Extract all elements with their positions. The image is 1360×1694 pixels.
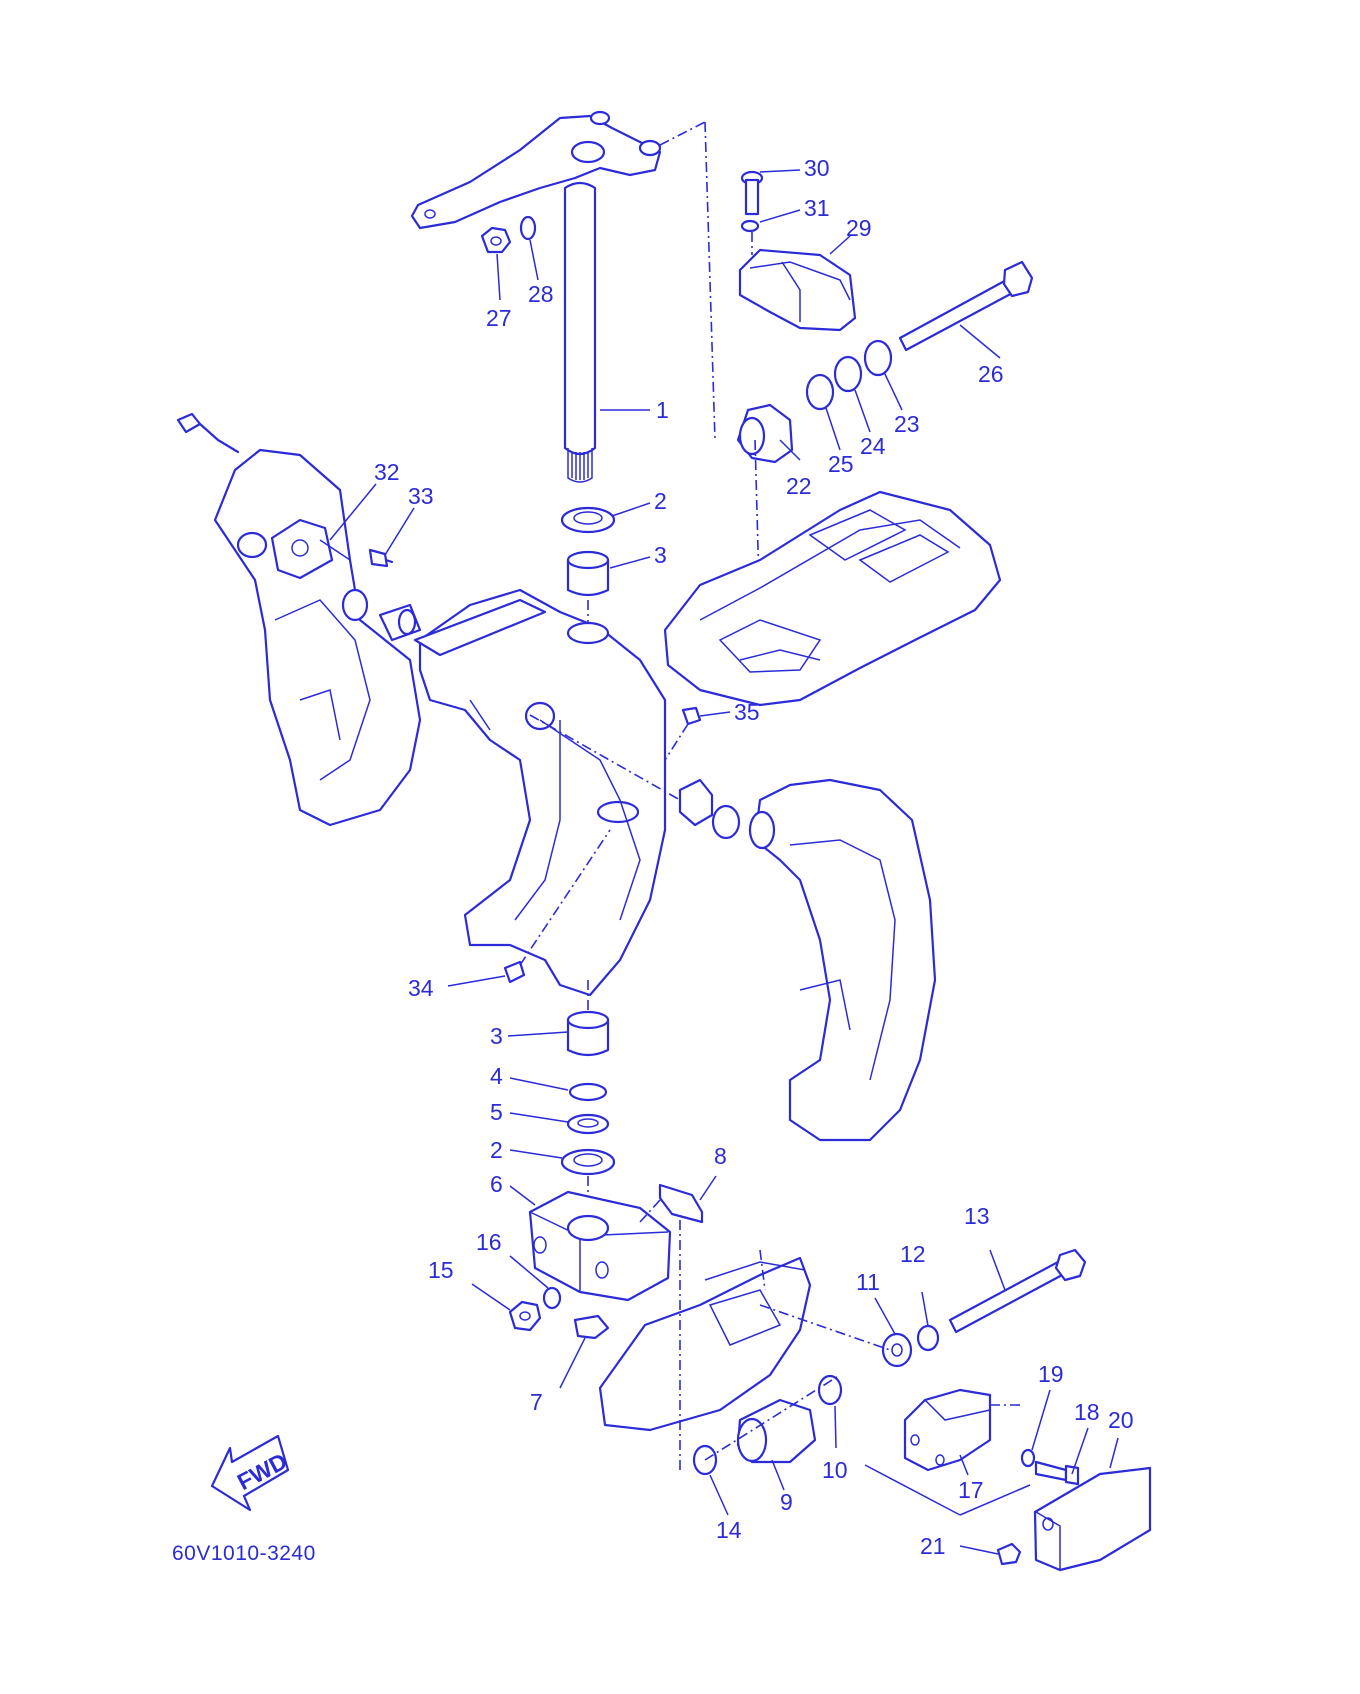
callout-32: 32 <box>374 459 400 485</box>
callout-6: 6 <box>490 1171 503 1197</box>
callout-12: 12 <box>900 1241 926 1267</box>
callout-20: 20 <box>1108 1407 1134 1433</box>
callout-2: 2 <box>654 488 667 514</box>
lower-mount-housing-6 <box>528 1190 672 1302</box>
trim-sensor-32 <box>270 518 351 580</box>
callout-33: 33 <box>408 483 434 509</box>
callout-labels: 1 2 3 22 23 24 25 26 27 28 29 30 31 32 3… <box>374 155 1134 1559</box>
washer-19 <box>1020 1448 1036 1468</box>
fwd-label: FWD <box>233 1448 291 1496</box>
screw-33 <box>368 548 394 568</box>
callout-26: 26 <box>978 361 1004 387</box>
callout-3-lower: 3 <box>490 1023 503 1049</box>
callout-14: 14 <box>716 1517 742 1543</box>
collar-3-top <box>566 550 610 597</box>
mount-rubber-22 <box>736 403 794 464</box>
bushing-2-bottom <box>560 1148 616 1176</box>
bolt-13 <box>948 1248 1087 1334</box>
callout-25: 25 <box>828 451 854 477</box>
callout-9: 9 <box>780 1489 793 1515</box>
callout-7: 7 <box>530 1389 543 1415</box>
nut-27 <box>480 226 512 254</box>
o-ring-4 <box>568 1082 608 1102</box>
callout-16: 16 <box>476 1229 502 1255</box>
callout-8: 8 <box>714 1143 727 1169</box>
callout-leaders <box>329 169 1119 1555</box>
bushing-2-top <box>560 506 616 534</box>
callout-35: 35 <box>734 699 760 725</box>
callout-18: 18 <box>1074 1399 1100 1425</box>
drawing-code: 60V1010-3240 <box>172 1542 316 1565</box>
screw-34 <box>503 829 611 984</box>
washer-23 <box>863 339 893 377</box>
callout-4: 4 <box>490 1063 503 1089</box>
washer-10 <box>817 1374 843 1406</box>
bolt-30 <box>740 170 764 216</box>
washer-31 <box>740 219 760 233</box>
callout-3: 3 <box>654 542 667 568</box>
callout-21: 21 <box>920 1533 946 1559</box>
callout-11: 11 <box>856 1269 880 1295</box>
washer-5 <box>566 1113 610 1135</box>
bolt-26 <box>898 260 1034 352</box>
washer-25 <box>805 373 835 411</box>
nut-15 <box>508 1300 542 1332</box>
lower-cover <box>598 1220 812 1470</box>
grease-nipple-35 <box>664 706 702 761</box>
cover-plate-20 <box>1033 1466 1152 1572</box>
callout-23: 23 <box>894 411 920 437</box>
callout-5: 5 <box>490 1099 503 1125</box>
callout-29: 29 <box>846 215 872 241</box>
bolt-21 <box>996 1542 1022 1566</box>
clamp-bracket-right <box>748 778 937 1142</box>
callout-13: 13 <box>964 1203 990 1229</box>
callout-31: 31 <box>804 195 830 221</box>
callout-10: 10 <box>822 1457 848 1483</box>
callout-30: 30 <box>804 155 830 181</box>
washer-12 <box>916 1324 940 1352</box>
bracket-17 <box>903 1388 1020 1472</box>
callout-34: 34 <box>408 975 434 1001</box>
callout-28: 28 <box>528 281 554 307</box>
callout-27: 27 <box>486 305 512 331</box>
clip-7 <box>573 1314 610 1340</box>
bottom-cowling <box>663 490 1002 707</box>
callout-15: 15 <box>428 1257 454 1283</box>
upper-mount-bracket <box>738 248 857 332</box>
washer-24 <box>833 355 863 393</box>
callout-22: 22 <box>786 473 812 499</box>
callout-2-lower: 2 <box>490 1137 503 1163</box>
washer-11 <box>881 1332 913 1368</box>
collar-3-bottom <box>566 1010 610 1057</box>
mount-rubber-9 <box>736 1398 817 1464</box>
steering-arm <box>410 110 716 441</box>
callout-19: 19 <box>1038 1361 1064 1387</box>
bolt-18 <box>1034 1460 1080 1486</box>
tilt-bushing-right <box>678 778 741 840</box>
callout-1: 1 <box>656 397 669 423</box>
tilt-bushing-left <box>341 588 422 642</box>
fwd-arrow-icon: FWD <box>210 1434 291 1512</box>
callout-24: 24 <box>860 433 886 459</box>
callout-17: 17 <box>958 1477 984 1503</box>
swivel-bracket <box>413 588 667 997</box>
steering-shaft <box>563 181 597 483</box>
damper-8 <box>639 1183 704 1224</box>
sensor-cable <box>176 412 240 454</box>
washer-28 <box>519 215 537 241</box>
clamp-bracket-left <box>213 448 422 827</box>
washer-16 <box>542 1286 562 1310</box>
